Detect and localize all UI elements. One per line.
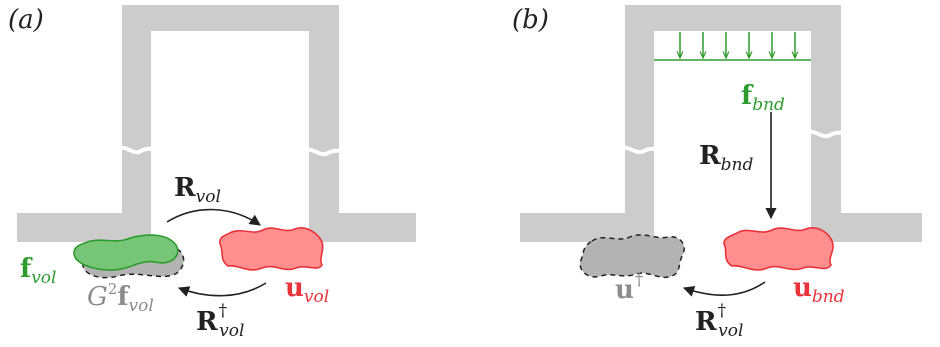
- rvol-dagger-label: R†vol: [196, 301, 244, 341]
- ubnd-blob: [723, 227, 834, 271]
- ubnd-label: ubnd: [793, 273, 845, 307]
- uvol-blob: [219, 227, 324, 271]
- rvol-arrow: [166, 208, 261, 226]
- rvol-dagger-arrow-b: [682, 281, 766, 297]
- boundary-load: [654, 32, 811, 61]
- rvol-label: Rvol: [174, 173, 221, 207]
- uvol-label: uvol: [285, 273, 329, 307]
- panel-a: (a) Rvol fvol uvol G2fvol R†: [8, 5, 416, 341]
- panel-a-label: (a): [8, 5, 44, 35]
- g2fvol-label: G2fvol: [87, 280, 154, 316]
- u-dagger-blob: [579, 234, 685, 278]
- panel-b-wall: [520, 5, 922, 242]
- fbnd-label: fbnd: [741, 81, 785, 115]
- rbnd-label: Rbnd: [699, 141, 753, 175]
- panel-a-wall: [17, 5, 416, 242]
- u-dagger-label: u†: [615, 270, 644, 305]
- fvol-blob: [73, 234, 179, 271]
- rvol-dagger-label-b: R†vol: [695, 301, 743, 341]
- panel-b-label: (b): [512, 5, 549, 35]
- panel-b: (b) fbnd Rbnd: [512, 5, 922, 341]
- fvol-label: fvol: [20, 254, 56, 288]
- rvol-dagger-arrow: [177, 282, 267, 297]
